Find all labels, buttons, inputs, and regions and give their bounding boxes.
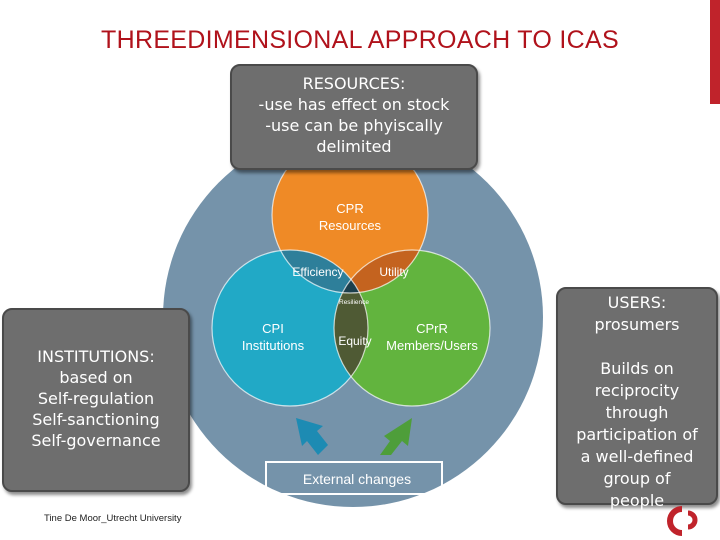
cpi-label-1: CPI	[262, 321, 284, 336]
users-line: participation of	[576, 425, 698, 444]
green-arrow	[380, 418, 412, 455]
cpr-label-2: Resources	[319, 218, 382, 233]
institutions-line: INSTITUTIONS:	[37, 347, 155, 366]
cpr-label-1: CPR	[336, 201, 363, 216]
institutions-line: Self-sanctioning	[32, 410, 160, 429]
users-callout: USERS: prosumers Builds on reciprocity t…	[556, 287, 718, 510]
users-line: a well-defined	[580, 447, 694, 466]
external-changes-box	[265, 461, 443, 495]
equity-label: Equity	[338, 334, 371, 348]
external-changes-label: External changes	[303, 471, 411, 487]
utility-label: Utility	[379, 265, 408, 279]
efficiency-overlap	[272, 250, 368, 293]
cprr-label-1: CPrR	[416, 321, 448, 336]
institutions-callout: INSTITUTIONS: based on Self-regulation S…	[2, 308, 190, 492]
accent-bar	[710, 0, 720, 104]
resources-callout: RESOURCES: -use has effect on stock -use…	[230, 64, 478, 170]
resources-line: RESOURCES:	[302, 74, 406, 93]
slide-title: THREEDIMENSIONAL APPROACH TO ICAS	[101, 26, 619, 54]
cpi-label-2: Institutions	[242, 338, 305, 353]
resilience-label: Resilience	[339, 299, 369, 306]
footer-credit: Tine De Moor_Utrecht University	[44, 513, 182, 524]
institutions-line: Self-governance	[31, 431, 161, 450]
users-line: through	[605, 403, 669, 422]
users-line: USERS:	[607, 293, 667, 312]
resources-line: delimited	[316, 137, 392, 156]
cprr-label-2: Members/Users	[386, 338, 478, 353]
institutions-line: Self-regulation	[37, 389, 155, 408]
teal-arrow	[296, 418, 328, 455]
users-line	[558, 336, 716, 358]
users-line: prosumers	[594, 315, 680, 334]
users-line: reciprocity	[594, 381, 680, 400]
users-line: people	[609, 491, 665, 510]
institutions-line: based on	[59, 368, 133, 387]
efficiency-label: Efficiency	[292, 265, 343, 279]
users-line: Builds on	[600, 359, 674, 378]
resources-line: -use can be phyiscally	[265, 116, 443, 135]
university-logo	[667, 506, 698, 536]
resources-line: -use has effect on stock	[258, 95, 450, 114]
users-line: group of	[603, 469, 671, 488]
